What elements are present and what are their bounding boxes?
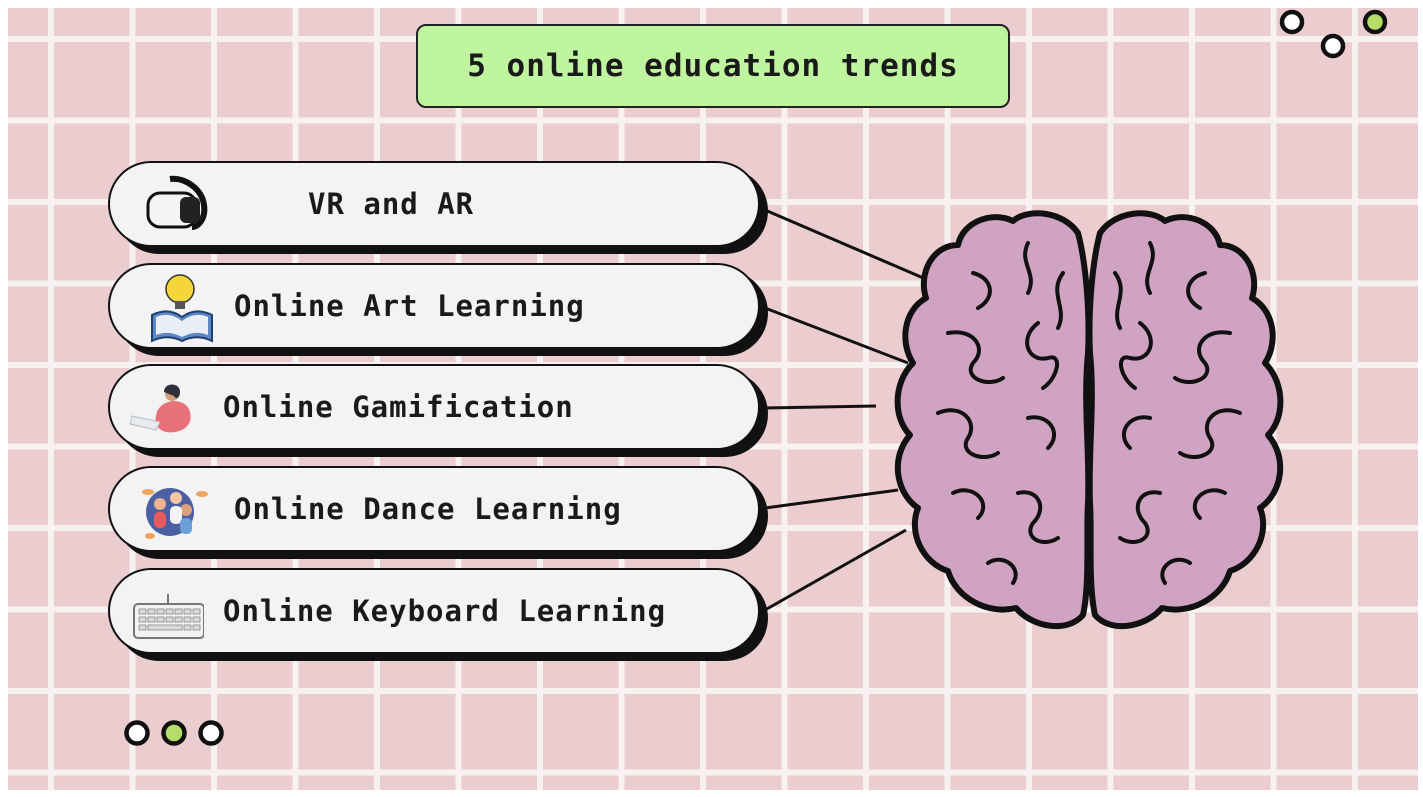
- title-box: 5 online education trends: [416, 24, 1010, 108]
- trend-item-online-dance-learning: Online Dance Learning: [108, 466, 760, 552]
- slide-canvas: 5 online education trends: [8, 8, 1418, 790]
- trend-item-vr-ar: VR and AR: [108, 161, 760, 247]
- page-title: 5 online education trends: [467, 48, 959, 84]
- lightbulb-book-icon: [151, 274, 213, 343]
- dot-green-b: [161, 720, 187, 746]
- vr-headset-icon: [146, 175, 208, 230]
- connector-line-4: [764, 488, 899, 510]
- connector-line-3: [764, 404, 877, 410]
- dot-green: [1362, 9, 1388, 35]
- brain-folds-right: [1113, 241, 1242, 585]
- trend-label: Online Keyboard Learning: [223, 594, 667, 628]
- brain-right-hemisphere: [1086, 210, 1284, 630]
- trend-label: Online Gamification: [223, 390, 574, 424]
- dot-white-1: [1279, 9, 1305, 35]
- dot-white-2: [1320, 33, 1346, 59]
- trend-label: VR and AR: [308, 187, 475, 221]
- connector-line-1: [764, 208, 929, 282]
- keyboard-icon: [133, 594, 204, 639]
- trend-label: Online Art Learning: [234, 289, 585, 323]
- brain-illustration: [894, 210, 1284, 630]
- trend-label: Online Dance Learning: [234, 492, 622, 526]
- trend-item-online-art-learning: Online Art Learning: [108, 263, 760, 349]
- dot-white-a: [124, 720, 150, 746]
- bottom-left-dots: [124, 720, 224, 746]
- connector-line-5: [764, 528, 907, 612]
- top-right-dots: [1279, 9, 1388, 59]
- connector-line-2: [764, 306, 909, 365]
- brain-folds-left: [936, 241, 1065, 585]
- dot-white-c: [198, 720, 224, 746]
- person-laptop-icon: [129, 384, 191, 433]
- trend-item-online-gamification: Online Gamification: [108, 364, 760, 450]
- trend-item-online-keyboard-learning: Online Keyboard Learning: [108, 568, 760, 654]
- group-people-icon: [142, 488, 208, 539]
- connector-lines: [764, 208, 929, 612]
